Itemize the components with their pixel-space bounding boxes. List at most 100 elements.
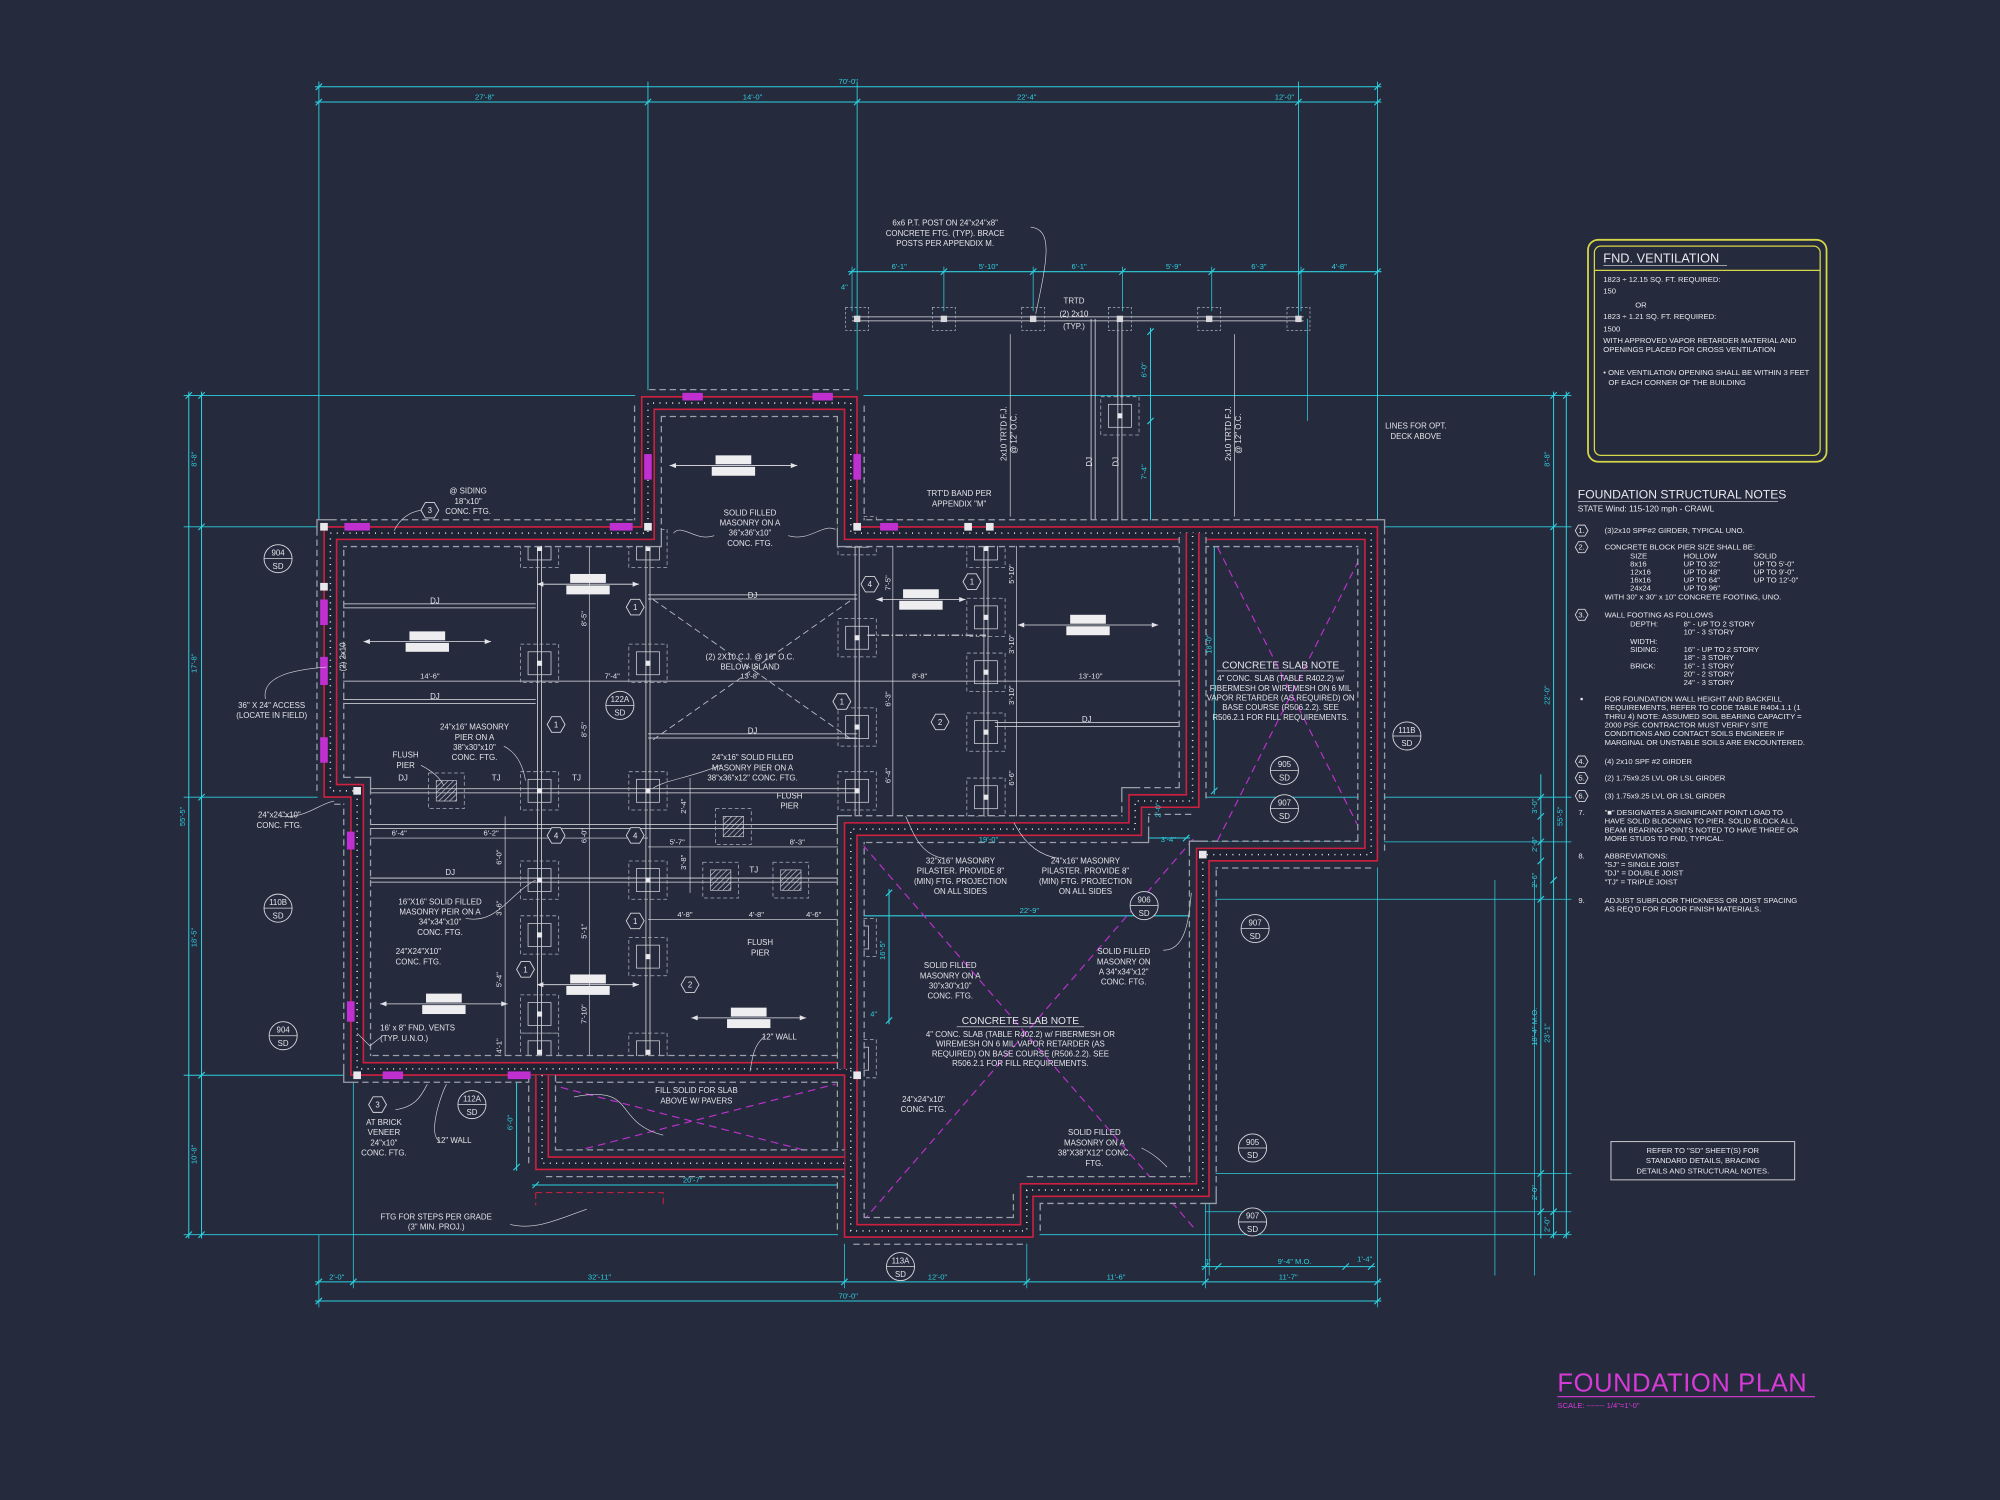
text-line: MASONRY ON A	[920, 971, 981, 980]
leader-line	[905, 816, 944, 859]
framing-dimension-label: 4'-1"	[494, 1038, 503, 1054]
text-line: (2) 2x10	[1060, 309, 1090, 318]
note-number: 5.	[1578, 774, 1584, 783]
pier-table-header: SIZE	[1630, 552, 1647, 561]
framing-dimension-label: 5'-1"	[580, 923, 589, 939]
text-line: 12" WALL	[437, 1136, 473, 1145]
hexagon-tag-shape	[860, 575, 880, 593]
text-line: FILL SOLID FOR SLAB	[655, 1086, 738, 1095]
ventilation-box: FND. VENTILATION 1823 ÷ 12.15 SQ. FT. RE…	[1587, 238, 1828, 463]
note-text: 18" - 3 STORY	[1684, 653, 1734, 662]
masonry-pier	[527, 651, 552, 676]
callout-sheet: SD	[1401, 739, 1412, 748]
note-text: "SJ" = SINGLE JOIST	[1605, 860, 1680, 869]
masonry-pier	[974, 605, 998, 630]
note-number: 6.	[1578, 791, 1584, 800]
flush-pier-footing	[715, 808, 752, 845]
joist-label-box	[422, 1005, 466, 1015]
callout-detail-number: 904	[277, 1026, 291, 1035]
joist-mark: DJ	[1112, 457, 1121, 467]
title-text: FOUNDATION PLAN	[1557, 1370, 1807, 1398]
girder-tag-number: 4	[554, 831, 559, 840]
note-label: DEPTH:	[1630, 619, 1658, 628]
dimension-label: 19'-0"	[979, 835, 999, 844]
drawing-title: FOUNDATION PLAN SCALE: ------- 1/4"=1'-0…	[1557, 1370, 1816, 1410]
slab-diagonal	[1211, 535, 1372, 853]
girder-tag-number: 2	[938, 718, 942, 727]
text-line: ON ALL SIDES	[934, 887, 987, 896]
joist-label-box	[730, 1007, 767, 1017]
pier-footing	[628, 937, 668, 977]
girder-tag-number: 1	[523, 965, 527, 974]
flush-pier-footing	[702, 861, 739, 899]
pier-footing	[966, 652, 1006, 692]
joist-label-box	[409, 631, 446, 641]
callout-detail-number: 906	[1138, 895, 1152, 904]
point-load-block	[983, 614, 989, 620]
text-line: 24"x16" SOLID FILLED	[712, 753, 794, 762]
notes-subheading: STATE Wind: 115-120 mph - CRAWL	[1578, 503, 1715, 513]
joist-label-box	[1066, 626, 1110, 636]
slab-diagonal	[548, 1083, 836, 1159]
flush-pier-footing	[772, 861, 810, 899]
point-load-block	[645, 954, 651, 960]
note-text: (2) 1.75x9.25 LVL OR LSL GIRDER	[1605, 774, 1726, 783]
dimension-label: 6'-1"	[892, 262, 908, 271]
masonry-pier	[974, 785, 998, 810]
ventilation-bullet-1: • ONE VENTILATION OPENING SHALL BE WITHI…	[1603, 368, 1809, 377]
point-load-block	[536, 877, 543, 883]
foundation-vent	[346, 831, 355, 850]
note-number: 3.	[1578, 610, 1584, 619]
note-text: 16" - UP TO 2 STORY	[1684, 645, 1759, 654]
dimension-label: 27'-8"	[475, 92, 495, 101]
dimension-label: 2'-6"	[1530, 872, 1539, 888]
pier-footing	[628, 860, 668, 900]
dimension-tick	[1146, 328, 1155, 336]
joist-mark: TJ	[749, 865, 758, 874]
pier-table-cell: UP TO 9'-0"	[1754, 567, 1795, 576]
framing-dimension-label: 6'-3"	[883, 691, 892, 707]
dimension-label: 9'-4" M.O.	[1278, 1257, 1312, 1266]
text-line: REQUIRED) ON BASE COURSE (R506.2.2). SEE	[932, 1049, 1109, 1058]
text-line: MASONRY PIER ON A	[712, 763, 794, 772]
point-load-block	[645, 1049, 651, 1055]
girder-tag-number: 3	[428, 506, 433, 515]
deck-post	[1295, 315, 1302, 323]
dimension-label: 14'-0"	[743, 92, 763, 101]
foundation-vent	[320, 737, 328, 763]
dimension-tick	[1201, 1262, 1209, 1271]
note-text: THRU 4) NOTE: ASSUMED SOIL BEARING CAPAC…	[1605, 712, 1803, 721]
annotations: 70'-0"27'-8"14'-0"22'-4"12'-0"6'-1"5'-10…	[178, 77, 1565, 1300]
text-line: FIBERMESH OR WIREMESH ON 6 MIL	[1210, 684, 1352, 693]
dimension-label: 20'-7"	[683, 1175, 703, 1184]
girder-tag-number: 1	[840, 697, 844, 706]
text-line: 2x10 TRTD F.J.	[999, 406, 1008, 461]
pier-footing	[966, 597, 1006, 637]
masonry-pier	[845, 625, 870, 650]
text-line: CONC. FTG.	[257, 821, 303, 830]
foundation-walls	[316, 389, 1386, 1245]
joist-label-box	[899, 600, 943, 610]
deck-post	[853, 315, 861, 323]
joist-label-box	[570, 974, 606, 984]
point-load-block	[536, 788, 543, 794]
framing-dimension-label: 3'-10"	[1007, 685, 1016, 705]
flush-pier	[722, 816, 744, 838]
dimension-label: 18'-0"	[1205, 634, 1214, 654]
framing-dimension-label: 5'-7"	[670, 837, 686, 846]
plan-note: 24"x24"x10"CONC. FTG.	[901, 1095, 947, 1114]
plan-note: (2) 2X10 C.J. @ 16" O.C.BELOW ISLAND	[706, 652, 795, 671]
dimension-label: 2'-0"	[1543, 1217, 1552, 1233]
note-text: 8" - UP TO 2 STORY	[1684, 619, 1755, 628]
leader-line	[1030, 226, 1047, 314]
girder-tag-number: 1	[633, 917, 637, 926]
pier-table-header: SOLID	[1754, 552, 1777, 561]
text-line: TRTD	[1064, 297, 1085, 306]
